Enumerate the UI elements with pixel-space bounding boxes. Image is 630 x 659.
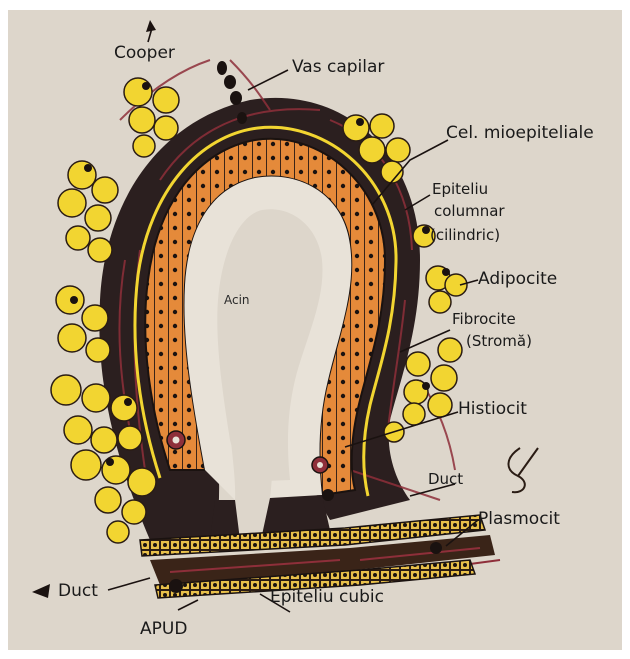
label-fibrocite: Fibrocite <box>452 310 516 328</box>
label-vas-capilar: Vas capilar <box>292 57 384 77</box>
label-epiteliu-columnar-3: (cilindric) <box>430 226 500 244</box>
label-histiocit: Histiocit <box>458 399 527 419</box>
label-apud: APUD <box>140 619 187 639</box>
label-epiteliu-columnar-1: Epiteliu <box>432 180 488 198</box>
label-adipocite: Adipocite <box>478 269 557 289</box>
label-duct-left: Duct <box>58 581 98 601</box>
label-epiteliu-columnar-2: columnar <box>434 202 505 220</box>
label-epiteliu-cubic: Epiteliu cubic <box>270 587 384 607</box>
label-duct-right: Duct <box>428 470 463 488</box>
apud-cell <box>169 579 183 593</box>
duct-cell <box>322 489 334 501</box>
label-plasmocit: Plasmocit <box>478 509 560 529</box>
label-stroma: (Stromă) <box>466 332 532 350</box>
label-acin: Acin <box>224 293 250 307</box>
label-cooper: Cooper <box>114 43 175 63</box>
label-cel-mioepiteliale: Cel. mioepiteliale <box>446 123 594 143</box>
plasmocyte <box>430 542 442 554</box>
